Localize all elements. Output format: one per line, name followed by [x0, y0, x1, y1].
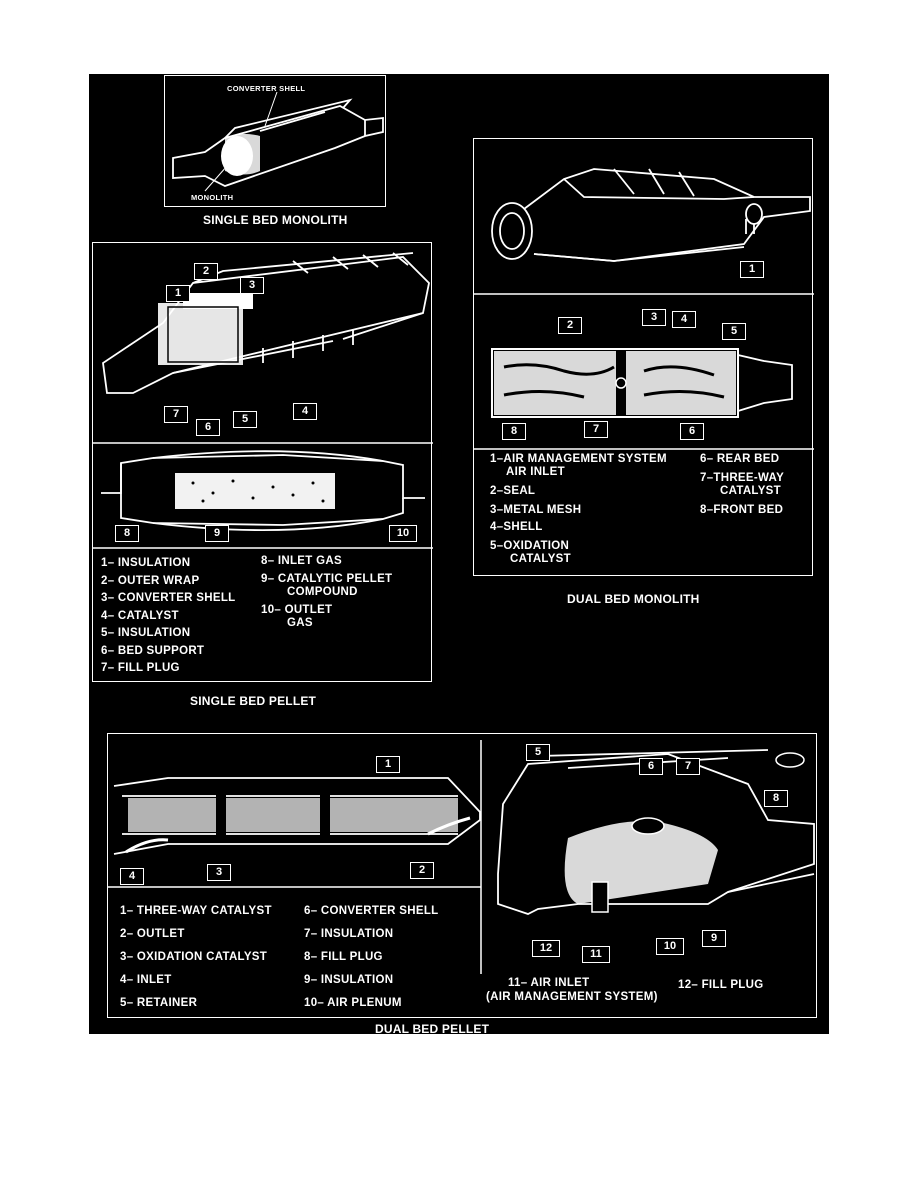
dual-monolith-legend-right: 6– REAR BED 7–THREE-WAY CATALYST 8–FRONT… — [700, 453, 784, 517]
diagram-sheet: CONVERTER SHELL MONOLITH SINGLE BED MONO… — [89, 74, 829, 1036]
legend-item: 7– FILL PLUG — [101, 662, 180, 674]
dual-monolith-callout-6: 6 — [680, 423, 704, 440]
legend-item: 3–METAL MESH — [490, 504, 582, 516]
dual-monolith-callout-2: 2 — [558, 317, 582, 334]
legend-item: 4– CATALYST — [101, 609, 179, 622]
callout-converter-shell: CONVERTER SHELL — [227, 84, 306, 93]
dual-pellet-callout-5: 5 — [526, 744, 550, 761]
dual-pellet-callout-11: 11 — [582, 946, 610, 963]
legend-item: COMPOUND — [287, 586, 358, 598]
dual-pellet-legend-left: 1– THREE-WAY CATALYST 2– OUTLET 3– OXIDA… — [120, 900, 272, 1015]
legend-item: 3– CONVERTER SHELL — [101, 592, 236, 604]
dual-pellet-callout-10: 10 — [656, 938, 684, 955]
legend-item: 8– INLET GAS — [261, 555, 342, 567]
single-bed-pellet-panel: 1 2 3 4 5 6 7 8 9 10 1– INSULATION 2– OU… — [92, 242, 433, 682]
dual-pellet-callout-7: 7 — [676, 758, 700, 775]
legend-item: AIR INLET — [506, 466, 565, 478]
legend-item: 7– INSULATION — [304, 928, 394, 940]
dual-pellet-callout-6: 6 — [639, 758, 663, 775]
legend-item: 1–AIR MANAGEMENT SYSTEM — [490, 453, 667, 465]
dual-monolith-callout-7: 7 — [584, 421, 608, 438]
legend-item: 8– FILL PLUG — [304, 951, 383, 963]
single-pellet-callout-2: 2 — [194, 263, 218, 280]
dual-pellet-callout-8: 8 — [764, 790, 788, 807]
callout-monolith: MONOLITH — [191, 193, 234, 202]
dual-monolith-callout-3: 3 — [642, 309, 666, 326]
legend-item: 9– CATALYTIC PELLET — [261, 572, 393, 585]
legend-item: 6– REAR BED — [700, 453, 780, 465]
dual-pellet-legend-air-inlet: 11– AIR INLET (AIR MANAGEMENT SYSTEM) — [486, 976, 658, 1004]
legend-item: 2– OUTER WRAP — [101, 574, 200, 587]
single-pellet-callout-6: 6 — [196, 419, 220, 436]
single-pellet-legend-right: 8– INLET GAS 9– CATALYTIC PELLET COMPOUN… — [261, 555, 392, 631]
dual-bed-pellet-title: DUAL BED PELLET — [375, 1022, 490, 1036]
dual-bed-monolith-title: DUAL BED MONOLITH — [567, 592, 700, 606]
dual-pellet-callout-12: 12 — [532, 940, 560, 957]
dual-pellet-callout-2: 2 — [410, 862, 434, 879]
legend-item: CATALYST — [510, 553, 571, 565]
dual-bed-monolith-illustration — [474, 168, 814, 450]
dual-bed-pellet-panel: 1 2 3 4 5 6 7 8 9 10 11 12 1– THREE-WAY … — [107, 733, 817, 1018]
single-pellet-callout-10: 10 — [389, 525, 417, 542]
legend-item: 5–OXIDATION — [490, 540, 570, 552]
single-pellet-callout-8: 8 — [115, 525, 139, 542]
single-pellet-legend-left: 1– INSULATION 2– OUTER WRAP 3– CONVERTER… — [101, 555, 235, 678]
single-bed-monolith-title: SINGLE BED MONOLITH — [203, 213, 348, 227]
legend-item: 10– OUTLET — [261, 603, 333, 616]
legend-item: 11– AIR INLET — [508, 977, 590, 989]
legend-item: 2– OUTLET — [120, 928, 185, 940]
single-pellet-callout-7: 7 — [164, 406, 188, 423]
dual-pellet-legend-fill-plug: 12– FILL PLUG — [678, 979, 764, 991]
single-pellet-callout-3: 3 — [240, 277, 264, 294]
dual-bed-pellet-illustration — [108, 740, 815, 974]
legend-item: 1– INSULATION — [101, 557, 191, 569]
dual-monolith-callout-8: 8 — [502, 423, 526, 440]
legend-item: 9– INSULATION — [304, 974, 394, 986]
dual-monolith-callout-1: 1 — [740, 261, 764, 278]
single-pellet-callout-9: 9 — [205, 525, 229, 542]
legend-item: 4–SHELL — [490, 521, 543, 533]
single-bed-monolith-illustration — [172, 91, 384, 192]
dual-pellet-callout-9: 9 — [702, 930, 726, 947]
single-bed-pellet-illustration — [93, 252, 433, 549]
single-pellet-callout-4: 4 — [293, 403, 317, 420]
single-pellet-callout-1: 1 — [166, 285, 190, 302]
single-pellet-callout-5: 5 — [233, 411, 257, 428]
legend-item: 6– BED SUPPORT — [101, 644, 205, 657]
legend-item: 5– RETAINER — [120, 997, 198, 1009]
single-bed-pellet-title: SINGLE BED PELLET — [190, 694, 317, 708]
legend-item: GAS — [287, 617, 313, 629]
legend-item: 3– OXIDATION CATALYST — [120, 951, 268, 963]
legend-item: 4– INLET — [120, 974, 172, 986]
legend-item: CATALYST — [720, 485, 781, 497]
legend-item: 10– AIR PLENUM — [304, 997, 402, 1009]
dual-bed-monolith-panel: 1 2 3 4 5 6 7 8 1–AIR MANAGEMENT SYSTEM … — [473, 138, 814, 576]
dual-pellet-callout-3: 3 — [207, 864, 231, 881]
dual-pellet-legend-right: 6– CONVERTER SHELL 7– INSULATION 8– FILL… — [304, 900, 438, 1015]
legend-item: 2–SEAL — [490, 485, 536, 497]
dual-pellet-callout-1: 1 — [376, 756, 400, 773]
legend-item: (AIR MANAGEMENT SYSTEM) — [486, 991, 658, 1003]
dual-monolith-callout-4: 4 — [672, 311, 696, 328]
dual-pellet-callout-4: 4 — [120, 868, 144, 885]
legend-item: 5– INSULATION — [101, 627, 191, 639]
legend-item: 1– THREE-WAY CATALYST — [120, 905, 272, 917]
dual-monolith-callout-5: 5 — [722, 323, 746, 340]
legend-item: 6– CONVERTER SHELL — [304, 905, 439, 917]
dual-monolith-legend-left: 1–AIR MANAGEMENT SYSTEM AIR INLET 2–SEAL… — [490, 453, 667, 566]
single-bed-monolith-panel: CONVERTER SHELL MONOLITH — [164, 75, 386, 207]
legend-item: 8–FRONT BED — [700, 504, 784, 516]
legend-item: 7–THREE-WAY — [700, 472, 785, 484]
